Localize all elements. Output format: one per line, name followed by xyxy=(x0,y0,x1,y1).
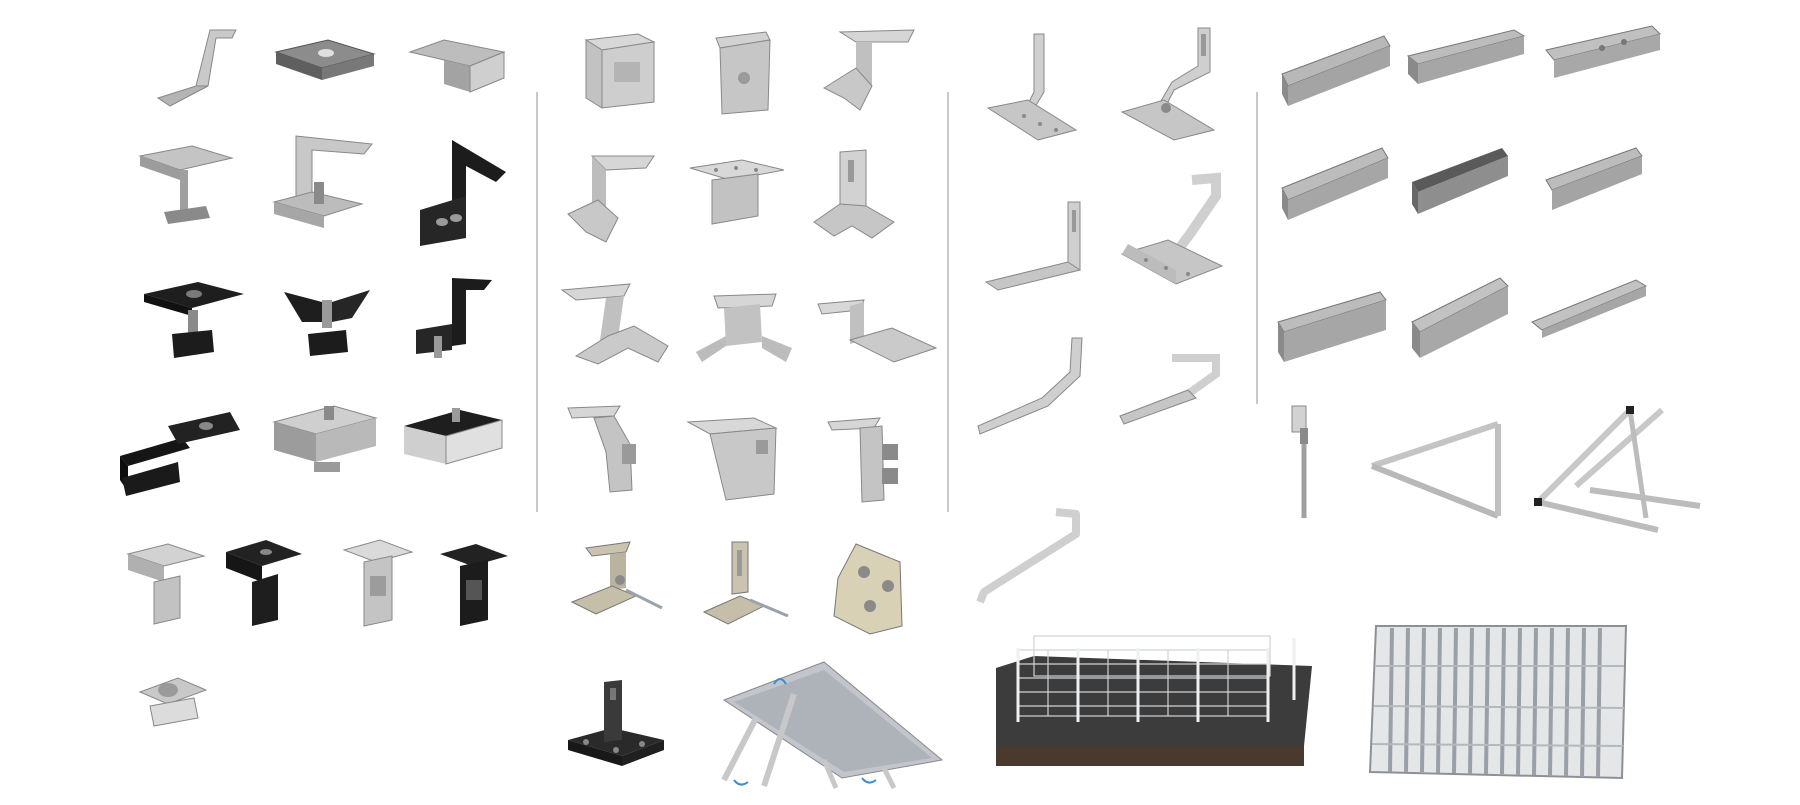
flat-plate-clamp xyxy=(272,36,376,92)
steel-grating xyxy=(1368,622,1630,782)
hanger-saddle xyxy=(566,152,658,246)
triangle-support xyxy=(1368,420,1506,520)
seam-clamp xyxy=(710,30,774,115)
tile-hook-4 xyxy=(1118,172,1228,290)
grounding-clip xyxy=(134,672,212,730)
black-l-clamp xyxy=(414,276,494,362)
tilt-panel-mount xyxy=(704,660,944,792)
trapezoid-hanger xyxy=(820,28,916,114)
tile-hook-3 xyxy=(984,200,1086,292)
tile-hook-1 xyxy=(984,32,1084,142)
rail-u-channel xyxy=(1410,276,1510,360)
universal-clamp-black-2 xyxy=(436,540,512,628)
u-channel-clamp xyxy=(404,30,514,96)
box-seam-clamp xyxy=(686,416,780,502)
black-square-clamp xyxy=(142,280,246,362)
corner-bracket-bolts xyxy=(830,542,906,636)
column-divider-1 xyxy=(536,92,538,512)
rail-profile-5 xyxy=(1544,146,1644,212)
universal-clamp-silver xyxy=(124,538,208,626)
rail-profile-1 xyxy=(1280,34,1392,108)
hanger-bolt xyxy=(1290,404,1320,522)
rail-profile-4 xyxy=(1280,146,1390,222)
tile-hook-2 xyxy=(1118,26,1222,142)
rail-double-channel xyxy=(1276,290,1388,364)
black-v-clamp xyxy=(282,282,372,362)
end-clamp-large xyxy=(272,132,378,240)
mesh-fence-enclosure xyxy=(994,630,1312,770)
angle-hanger xyxy=(810,148,906,242)
vertical-tile-hook xyxy=(700,540,792,632)
adjustable-tilt-leg xyxy=(1530,406,1702,534)
universal-clamp-silver-2 xyxy=(340,536,416,628)
black-inter-clamp xyxy=(118,408,244,498)
mid-clamp-bolt xyxy=(136,140,236,236)
black-end-clamp xyxy=(418,138,510,248)
side-bolt-clamp xyxy=(826,416,908,503)
column-divider-3 xyxy=(1256,92,1258,404)
ground-post-base xyxy=(566,678,666,768)
tile-hook-5 xyxy=(976,336,1086,440)
corrugated-hanger xyxy=(558,282,670,368)
tile-hook-7 xyxy=(972,508,1080,606)
tile-hook-6 xyxy=(1116,354,1226,428)
standing-seam-clamp xyxy=(566,404,656,493)
rail-flat-channel xyxy=(1530,278,1648,340)
seam-bridge xyxy=(694,292,794,366)
klip-lok-clamp xyxy=(576,32,658,112)
rail-profile-2 xyxy=(1406,28,1526,88)
column-divider-2 xyxy=(947,92,949,512)
plate-saddle xyxy=(686,158,786,230)
wide-roof-hanger xyxy=(816,296,938,366)
rail-profile-3 xyxy=(1542,24,1662,84)
rail-splice-clamp xyxy=(272,400,378,484)
adjustable-tile-hook xyxy=(570,540,672,624)
z-bracket xyxy=(150,28,240,108)
rail-profile-perforated xyxy=(1410,146,1510,218)
universal-clamp-black xyxy=(222,536,306,628)
black-rail-splice xyxy=(402,402,504,488)
